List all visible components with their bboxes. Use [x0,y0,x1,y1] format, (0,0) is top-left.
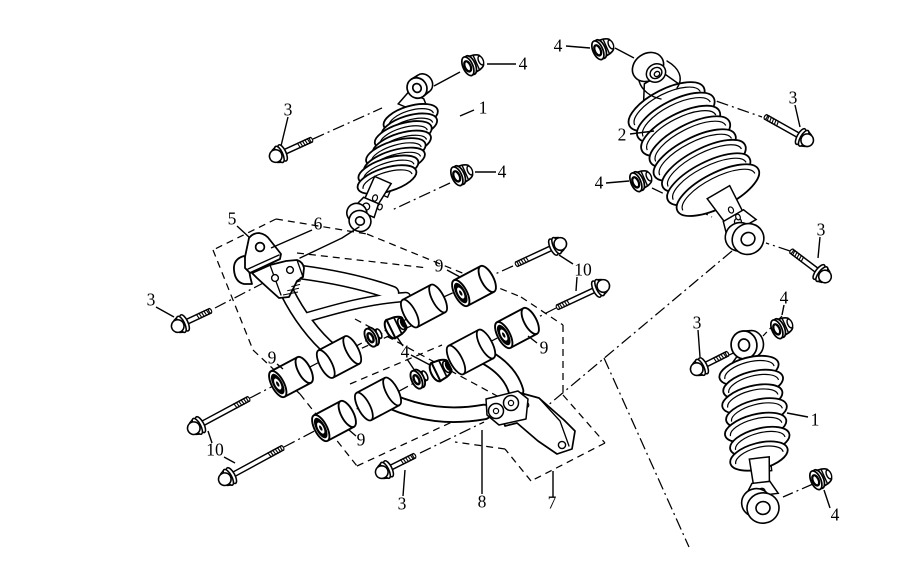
svg-text:5: 5 [228,209,237,229]
svg-text:4: 4 [401,342,410,362]
svg-text:10: 10 [574,260,592,280]
svg-text:4: 4 [595,173,604,193]
svg-text:4: 4 [780,288,789,308]
svg-text:1: 1 [479,98,488,118]
svg-text:9: 9 [435,256,444,276]
svg-text:10: 10 [206,440,224,460]
svg-text:7: 7 [548,493,557,513]
svg-text:4: 4 [831,505,840,525]
svg-text:6: 6 [314,214,323,234]
svg-text:1: 1 [811,410,820,430]
svg-text:3: 3 [284,100,293,120]
svg-text:8: 8 [478,492,487,512]
svg-text:4: 4 [554,36,563,56]
svg-text:4: 4 [519,54,528,74]
svg-text:4: 4 [498,162,507,182]
svg-text:3: 3 [789,88,798,108]
svg-text:3: 3 [817,220,826,240]
svg-text:9: 9 [268,348,277,368]
svg-text:9: 9 [357,430,366,450]
svg-text:9: 9 [540,338,549,358]
svg-text:3: 3 [693,313,702,333]
svg-text:3: 3 [147,290,156,310]
svg-text:3: 3 [398,494,407,514]
svg-text:2: 2 [618,125,627,145]
